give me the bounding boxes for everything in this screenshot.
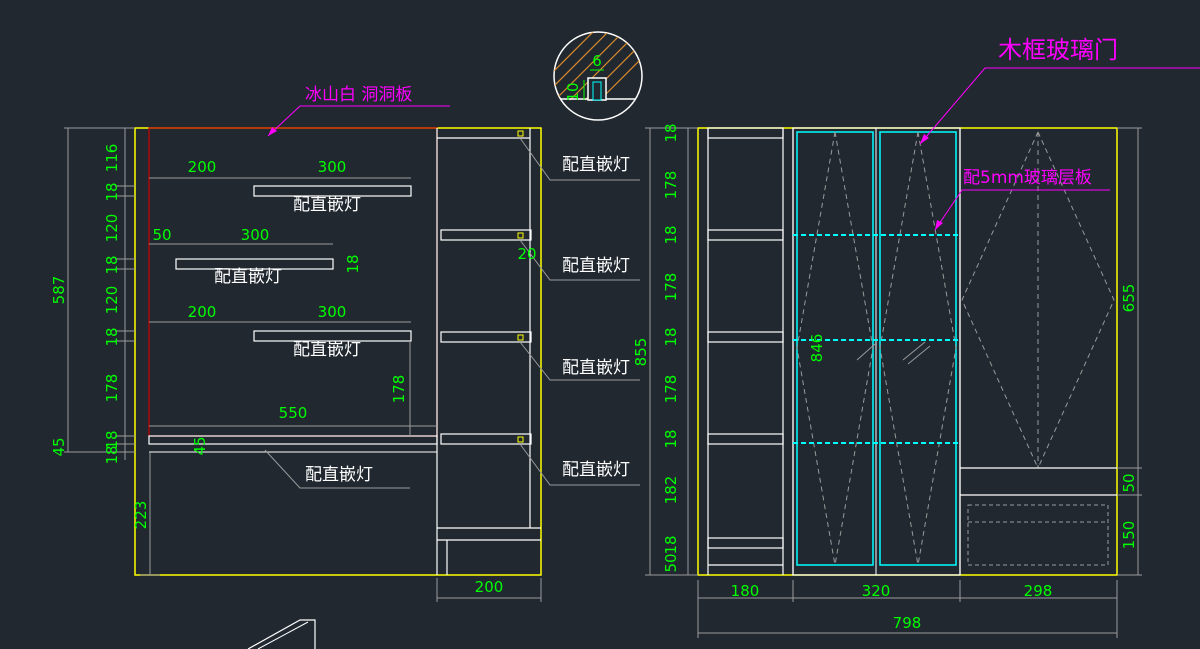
- sdim-9: 50: [662, 553, 680, 572]
- detail-hatch: [554, 32, 642, 101]
- shelf3-left-dim: 200: [188, 303, 217, 321]
- vdim-0: 116: [103, 144, 121, 173]
- side-shelf-2: [440, 331, 532, 343]
- light-label-right-4: 配直嵌灯: [562, 460, 630, 480]
- glass-shelf-annotation: 配5mm玻璃层板: [963, 168, 1092, 188]
- lower-height-dim: 45: [50, 437, 68, 456]
- light-label-right-3: 配直嵌灯: [562, 358, 630, 378]
- width-dim-right: 298: [1024, 582, 1053, 600]
- section-detail: 6 10: [553, 31, 643, 121]
- sdim-6: 18: [662, 429, 680, 448]
- right-column-width-dim: 200: [475, 578, 504, 596]
- vdim-3: 18: [103, 255, 121, 274]
- vdim-5: 18: [103, 327, 121, 346]
- total-width-dim: 798: [893, 614, 922, 632]
- light-label-right-1: 配直嵌灯: [562, 155, 630, 175]
- open-shelf-4: [707, 537, 784, 549]
- inner-height-dim: 178: [390, 375, 408, 404]
- right-height-dim: 655: [1120, 284, 1138, 313]
- glass-door-annotation: 木框玻璃门: [998, 36, 1118, 64]
- shelf2-right-dim: 300: [241, 226, 270, 244]
- vdim-8: 18: [103, 445, 121, 464]
- light-label-counter: 配直嵌灯: [305, 465, 373, 485]
- shelf2-left-dim: 50: [152, 226, 171, 244]
- overall-height-dim: 587: [50, 276, 68, 305]
- light-gap-dim: 20: [517, 245, 536, 263]
- shelf2-thickness-dim: 18: [344, 254, 362, 273]
- drawer-height-dim: 150: [1120, 521, 1138, 550]
- light-label-shelf-1: 配直嵌灯: [293, 195, 361, 215]
- open-shelf-3: [707, 433, 784, 445]
- total-height-dim: 855: [632, 338, 650, 367]
- vdim-7: 18: [103, 430, 121, 449]
- width-dim-left: 180: [731, 582, 760, 600]
- detail-slot: [592, 81, 602, 101]
- sdim-8: 18: [662, 535, 680, 554]
- shelf1-left-dim: 200: [188, 158, 217, 176]
- base-height-dim: 223: [132, 501, 150, 530]
- wall-shelf-1: [253, 185, 412, 197]
- shelf3-right-dim: 300: [318, 303, 347, 321]
- sdim-2: 18: [662, 225, 680, 244]
- shelf1-right-dim: 300: [318, 158, 347, 176]
- drawer[interactable]: [967, 504, 1109, 566]
- wall-shelf-2: [175, 258, 334, 270]
- left-elevation: 配直嵌灯 配直嵌灯 配直嵌灯 配直嵌灯 配直嵌灯 配直嵌灯 配直嵌灯 配直嵌灯 …: [50, 85, 640, 649]
- inner-width-dim: 550: [279, 404, 308, 422]
- vdim-4: 120: [103, 286, 121, 315]
- light-label-shelf-3: 配直嵌灯: [293, 340, 361, 360]
- sdim-4: 18: [662, 327, 680, 346]
- vdim-6: 178: [103, 374, 121, 403]
- sdim-0: 18: [662, 123, 680, 142]
- drawer-top-dim: 50: [1120, 473, 1138, 492]
- right-elevation: 木框玻璃门 配5mm玻璃层板 855 18 178 18 178 18 178 …: [632, 36, 1200, 638]
- side-shelf-1: [440, 229, 532, 241]
- small-gap-dim: 45: [191, 436, 209, 455]
- light-label-right-2: 配直嵌灯: [562, 256, 630, 276]
- sdim-3: 178: [662, 273, 680, 302]
- vdim-1: 18: [103, 182, 121, 201]
- vdim-2: 120: [103, 214, 121, 243]
- pegboard-annotation: 冰山白 洞洞板: [305, 85, 412, 105]
- glass-height-dim: 846: [808, 334, 826, 363]
- detail-height-dim: 10: [564, 82, 582, 101]
- open-shelf-2: [707, 331, 784, 343]
- light-label-shelf-2: 配直嵌灯: [214, 267, 282, 287]
- width-dim-middle: 320: [862, 582, 891, 600]
- detail-circle: [553, 31, 643, 121]
- counter-top: [148, 435, 438, 445]
- partial-object: [247, 619, 316, 649]
- wall-shelf-3: [253, 330, 412, 342]
- sdim-7: 182: [662, 476, 680, 505]
- sdim-1: 178: [662, 171, 680, 200]
- open-shelf-1: [707, 229, 784, 241]
- sdim-5: 178: [662, 375, 680, 404]
- detail-width-dim: 6: [592, 52, 602, 70]
- side-shelf-3: [440, 433, 532, 445]
